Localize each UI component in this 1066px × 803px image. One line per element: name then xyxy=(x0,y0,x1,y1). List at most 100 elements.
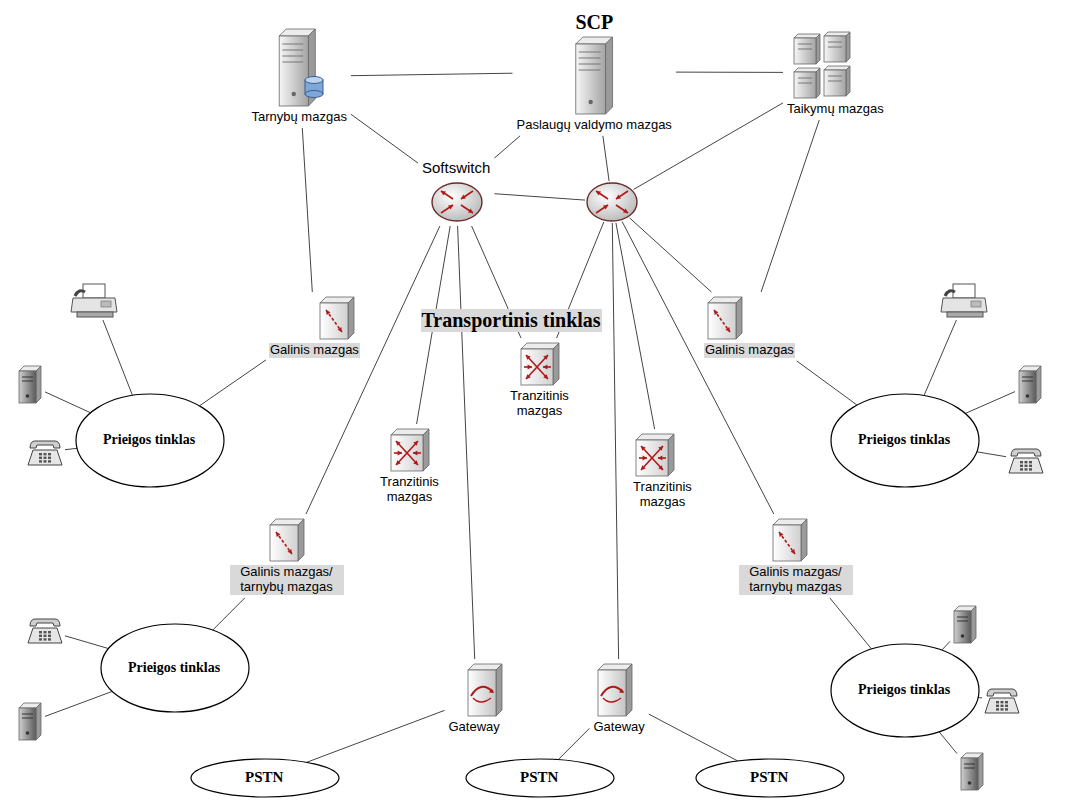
edge-service-node: Galinis mazgas/ tarnybų mazgas xyxy=(770,517,810,563)
softswitch-wire xyxy=(603,136,609,181)
device-wire xyxy=(924,320,956,395)
text-slot: Galinis mazgas xyxy=(704,343,796,358)
node-label: Tarnybų mazgas xyxy=(251,110,348,125)
softswitch-wire xyxy=(494,194,585,200)
transit-node-shape xyxy=(388,427,432,473)
connector-line xyxy=(797,361,857,405)
node-label: Prieigos tinklas xyxy=(102,432,196,448)
node-label: Galinis mazgas xyxy=(704,343,795,358)
gateway-node: Gateway xyxy=(465,662,505,718)
server-icon xyxy=(576,37,613,114)
text-slot: SCP xyxy=(575,11,616,34)
text-slot: Prieigos tinklas xyxy=(857,682,953,698)
device-wire xyxy=(966,392,1015,414)
transit-node: Tranzitinis mazgas xyxy=(518,341,562,387)
edge-node: Galinis mazgas xyxy=(705,295,745,341)
tower-device xyxy=(19,703,41,740)
node-label: Tranzitinis mazgas xyxy=(369,475,451,505)
connector-line xyxy=(307,710,445,762)
device-wire xyxy=(45,691,112,716)
node-label: Prieigos tinklas xyxy=(857,682,951,698)
text-slot: Paslaugų valdymo mazgas xyxy=(516,118,675,133)
softswitch-router-icon xyxy=(587,183,637,221)
transit-node: Tranzitinis mazgas xyxy=(388,427,432,473)
text-slot: Galinis mazgas xyxy=(269,343,361,358)
device-wire xyxy=(65,636,109,649)
transit-node-shape xyxy=(633,432,677,478)
node-label: Taikymų mazgas xyxy=(786,102,885,117)
node-label: Galinis mazgas xyxy=(269,343,360,358)
node-label: Paslaugų valdymo mazgas xyxy=(516,118,673,133)
connector-line xyxy=(558,728,589,759)
fax-device xyxy=(941,284,987,317)
text-slot: Prieigos tinklas xyxy=(127,660,223,676)
text-slot: PSTN xyxy=(749,769,791,786)
node-label: Galinis mazgas/ tarnybų mazgas xyxy=(739,565,853,595)
gateway-icon xyxy=(598,664,632,716)
softswitch-wire xyxy=(622,222,774,515)
transit-icon xyxy=(391,429,429,471)
edge-node-shape xyxy=(317,295,357,341)
node-label: PSTN xyxy=(749,769,789,786)
text-slot: Tranzitinis mazgas xyxy=(622,480,705,510)
edge-icon xyxy=(320,297,354,339)
node-label: Transportinis tinklas xyxy=(421,309,602,332)
text-slot: PSTN xyxy=(519,769,561,786)
pstn-network: PSTN xyxy=(695,758,845,798)
phone-device xyxy=(1009,449,1043,473)
device-wire xyxy=(103,320,132,395)
ellipse-icon xyxy=(831,394,979,487)
node-label: PSTN xyxy=(519,769,559,786)
fax-device xyxy=(71,284,117,317)
service-server: Tarnybų mazgas xyxy=(274,28,326,108)
text-slot: Galinis mazgas/ tarnybų mazgas xyxy=(230,565,345,595)
service-server-shape xyxy=(274,28,326,108)
node-label: Tranzitinis mazgas xyxy=(622,480,704,510)
node-label: Softswitch xyxy=(421,159,491,176)
connector-line xyxy=(830,598,871,649)
text-slot: Galinis mazgas/ tarnybų mazgas xyxy=(739,565,854,595)
device-wire xyxy=(939,731,957,753)
application-server: Taikymų mazgas xyxy=(790,28,854,100)
access-network: Prieigos tinklas xyxy=(75,393,225,488)
tower-device xyxy=(961,753,983,790)
connector-line xyxy=(213,598,245,630)
transit-node: Tranzitinis mazgas xyxy=(633,432,677,478)
connector-line xyxy=(302,128,312,292)
text-slot: Transportinis tinklas xyxy=(421,309,604,332)
edge-node-shape xyxy=(705,295,745,341)
text-slot: Prieigos tinklas xyxy=(102,432,198,448)
router-icon xyxy=(432,183,482,221)
connector-line xyxy=(200,360,266,406)
edge-service-node: Galinis mazgas/ tarnybų mazgas xyxy=(267,517,307,563)
connector-line xyxy=(761,120,819,292)
connector-line xyxy=(494,136,520,158)
access-network: Prieigos tinklas xyxy=(100,623,250,713)
serverdb-icon xyxy=(279,29,323,106)
gateway-icon xyxy=(468,664,502,716)
softswitch-wire xyxy=(630,218,712,292)
node-label: Gateway xyxy=(593,720,646,735)
device-wire xyxy=(977,452,1006,457)
softswitch-wire xyxy=(616,223,655,429)
transit-icon xyxy=(521,343,559,385)
transport-network: Transportinis tinklasGalinis mazgasGalin… xyxy=(255,270,795,670)
node-label: Galinis mazgas/ tarnybų mazgas xyxy=(230,565,344,595)
tower-device xyxy=(19,366,41,403)
text-slot: Tranzitinis mazgas xyxy=(499,389,582,419)
tower-device xyxy=(954,606,976,643)
text-slot: Gateway xyxy=(448,720,503,735)
softswitch-router-shape xyxy=(430,181,484,223)
node-label: Tranzitinis mazgas xyxy=(499,389,581,419)
connector-line xyxy=(306,226,440,514)
transit-icon xyxy=(636,434,674,476)
application-server-shape xyxy=(790,28,854,100)
transit-node-shape xyxy=(518,341,562,387)
edge-icon xyxy=(773,519,807,561)
text-slot: Taikymų mazgas xyxy=(786,102,886,117)
cluster-icon xyxy=(794,32,850,98)
edge-icon xyxy=(270,519,304,561)
text-slot: Prieigos tinklas xyxy=(857,432,953,448)
device-wire xyxy=(942,641,950,650)
